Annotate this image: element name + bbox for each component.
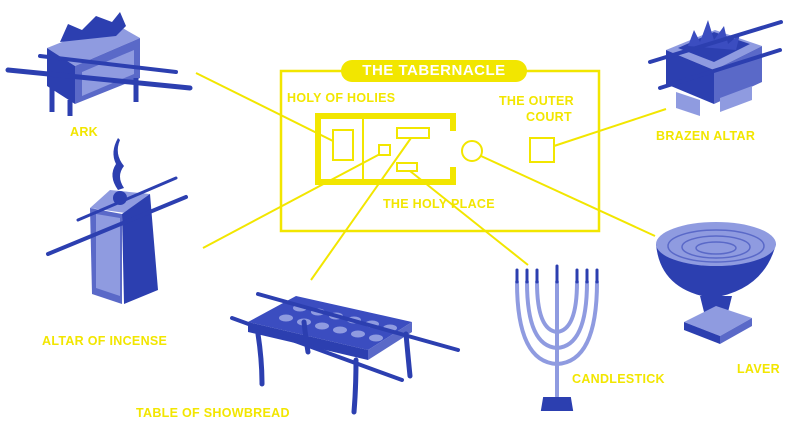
- leader-altar-of-incense: [202, 153, 381, 249]
- region-label-outer-court-line1: THE OUTER: [499, 94, 574, 108]
- item-label-laver: LAVER: [737, 362, 780, 376]
- leader-laver: [480, 155, 656, 237]
- table-of-showbread-illustration: [230, 292, 460, 415]
- region-label-holy-place: THE HOLY PLACE: [383, 197, 495, 211]
- item-label-table-of-showbread: TABLE OF SHOWBREAD: [136, 406, 290, 420]
- item-label-ark: ARK: [70, 125, 98, 139]
- item-label-altar-of-incense: ALTAR OF INCENSE: [42, 334, 168, 348]
- plan-table-of-showbread: [396, 127, 430, 139]
- plan-altar-of-incense: [378, 144, 391, 156]
- plan-ark: [332, 129, 354, 161]
- item-label-brazen-altar: BRAZEN ALTAR: [656, 129, 756, 143]
- plan-laver: [461, 140, 483, 162]
- candlestick-illustration: [515, 264, 599, 411]
- region-label-holy-of-holies: HOLY OF HOLIES: [287, 91, 396, 105]
- ark-illustration: [5, 12, 193, 116]
- laver-illustration: [656, 222, 776, 344]
- leader-brazen-altar: [553, 108, 667, 147]
- tabernacle-tent: [315, 113, 456, 185]
- region-label-outer-court-line2: COURT: [526, 110, 572, 124]
- altar-of-incense-illustration: [46, 138, 188, 304]
- plan-candlestick: [396, 162, 418, 172]
- leader-candlestick: [409, 170, 529, 266]
- diagram-title: THE TABERNACLE: [341, 60, 527, 82]
- leader-lines: [195, 72, 667, 281]
- plan-brazen-altar: [529, 137, 555, 163]
- leader-ark: [195, 72, 334, 142]
- brazen-altar-illustration: [648, 20, 783, 116]
- item-label-candlestick: CANDLESTICK: [572, 372, 665, 386]
- leader-table-of-showbread: [310, 137, 412, 281]
